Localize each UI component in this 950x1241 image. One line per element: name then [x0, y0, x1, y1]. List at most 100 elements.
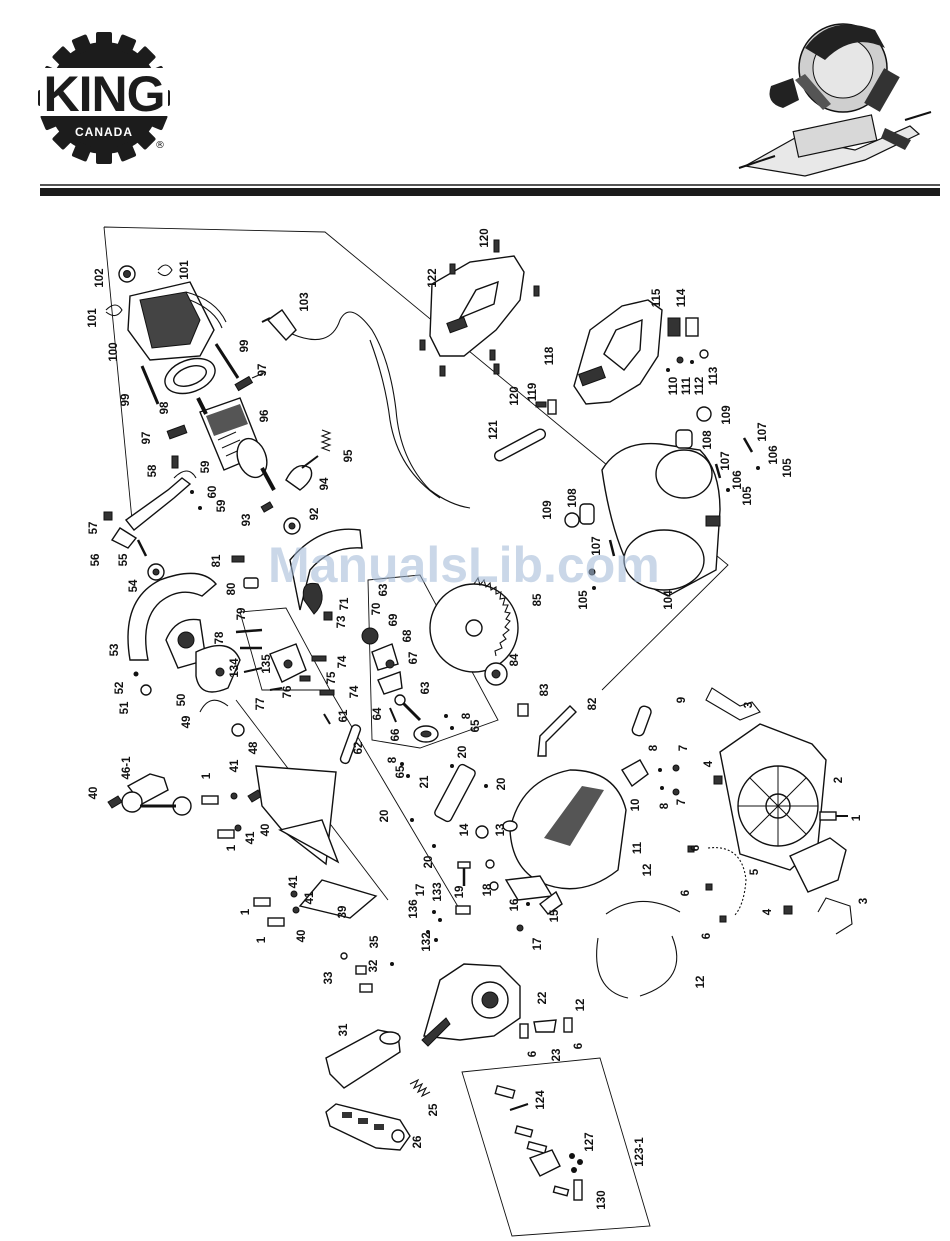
- part-label: 65: [470, 719, 482, 732]
- header-rule: [40, 188, 940, 196]
- pins-16-17: [516, 902, 530, 932]
- part-label: 120: [479, 228, 491, 247]
- part-label: 1: [201, 772, 213, 779]
- part-label: 8: [648, 744, 660, 751]
- bracket-23: [533, 1019, 557, 1033]
- part-label: 104: [663, 590, 675, 610]
- bolt-1-right: [819, 811, 848, 821]
- part-label: 85: [532, 593, 544, 606]
- nut-14: [475, 825, 489, 839]
- pin-135-134: [243, 667, 263, 673]
- part-label: 1: [851, 814, 863, 821]
- part-label: 48: [248, 741, 260, 754]
- brush-97-right: [234, 371, 267, 392]
- part-label: 7: [676, 799, 688, 805]
- part-label: 35: [369, 935, 381, 948]
- screws-74-75: [299, 655, 335, 696]
- small-parts-133-132: [426, 910, 442, 942]
- screws-4: [713, 775, 793, 915]
- part-label: 77: [255, 698, 267, 711]
- part-label: 8: [659, 802, 671, 809]
- link-plate-50: [195, 644, 241, 693]
- part-label: 6: [690, 845, 702, 851]
- part-label: 7: [678, 745, 690, 751]
- screw-58: [171, 455, 179, 469]
- part-label: 15: [549, 909, 561, 922]
- part-label: 110: [668, 377, 680, 396]
- part-label: 22: [537, 992, 549, 1005]
- part-label: 33: [323, 972, 335, 985]
- washers-41: [230, 792, 300, 914]
- part-label: 105: [578, 590, 590, 610]
- part-label: 107: [720, 451, 732, 470]
- power-cord-103: [261, 309, 471, 509]
- part-label: 108: [567, 488, 579, 508]
- dust-bag-31: [325, 1029, 401, 1089]
- miter-saw-image: [738, 23, 932, 177]
- part-label: 20: [496, 778, 508, 791]
- part-label: 17: [415, 884, 427, 897]
- part-label: 99: [120, 394, 132, 407]
- part-label: 106: [732, 470, 744, 489]
- screws-6: [687, 845, 727, 923]
- part-label: 61: [338, 709, 350, 722]
- part-label: 57: [88, 522, 100, 535]
- spring-25: [409, 1078, 431, 1098]
- part-label: 118: [544, 346, 556, 365]
- pins-20: [410, 764, 488, 848]
- pin-60: [190, 490, 202, 510]
- motor-housing-104: [601, 442, 721, 597]
- part-label: 124: [535, 1090, 547, 1110]
- screws-107-105: [588, 437, 760, 590]
- part-label: 130: [596, 1190, 608, 1209]
- part-label: 52: [114, 682, 126, 695]
- screws-79-78: [235, 628, 263, 650]
- handle-118: [573, 299, 663, 405]
- part-label: 121: [488, 420, 500, 440]
- part-label: 6: [680, 890, 692, 896]
- part-label: 41: [288, 875, 300, 888]
- part-label: 32: [368, 960, 380, 973]
- part-label: 135: [261, 654, 273, 674]
- pins-8-7: [658, 764, 680, 796]
- part-label: 109: [542, 500, 554, 519]
- parts-kit-123-1: [494, 1084, 583, 1201]
- screw-55: [136, 539, 148, 557]
- spring-5: [707, 847, 747, 917]
- part-label: 74: [349, 685, 361, 698]
- part-label: 1: [226, 844, 238, 851]
- part-label: 81: [211, 554, 223, 567]
- spring-95: [320, 429, 332, 452]
- screw-99-right: [214, 343, 240, 379]
- part-label: 132: [421, 932, 433, 951]
- part-label: 101: [87, 308, 99, 328]
- switch-115-114: [667, 317, 699, 337]
- part-label: 75: [326, 671, 338, 684]
- part-label: 122: [427, 268, 439, 287]
- part-label: 4: [762, 908, 774, 915]
- part-label: 123-1: [634, 1137, 646, 1167]
- part-label: 119: [527, 383, 539, 402]
- part-label: 80: [226, 583, 238, 596]
- part-label: 31: [338, 1023, 350, 1036]
- part-label: 20: [423, 856, 435, 869]
- part-label: 65: [395, 765, 407, 778]
- brand-name: KING: [44, 66, 165, 122]
- screws-120-122: [419, 239, 540, 377]
- part-label: 69: [388, 614, 400, 627]
- armature-96: [196, 397, 276, 491]
- part-label: 25: [428, 1103, 440, 1116]
- wrench-82: [537, 705, 577, 757]
- part-label: 20: [457, 746, 469, 759]
- part-label: 56: [90, 554, 102, 567]
- part-label: 99: [239, 340, 251, 353]
- bolts-120-119: [535, 399, 557, 415]
- part-label: 8: [461, 712, 473, 719]
- washer-66: [413, 725, 439, 743]
- nut-48: [231, 723, 245, 737]
- spring-49: [199, 699, 229, 713]
- part-label: 62: [353, 742, 365, 755]
- part-label: 12: [575, 999, 587, 1012]
- brush-97-left: [166, 424, 188, 440]
- part-label: 12: [642, 864, 654, 877]
